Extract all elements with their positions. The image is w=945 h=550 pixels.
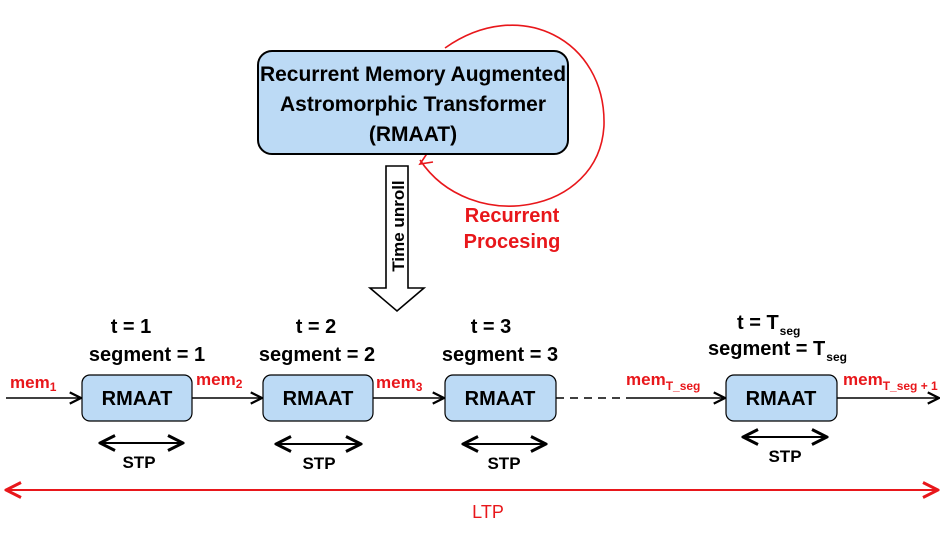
rmaat-main-box: Recurrent Memory Augmented Astromorphic … xyxy=(257,50,569,155)
mem-label-t-seg: memT_seg xyxy=(626,370,700,393)
stp-label-1: STP xyxy=(122,453,155,472)
step4-time-label: t = Tseg xyxy=(737,312,800,338)
main-box-line3: (RMAAT) xyxy=(369,123,457,146)
mem-label-3: mem3 xyxy=(376,373,423,394)
time-unroll-label: Time unroll xyxy=(389,180,408,271)
recurrent-label-line2: Procesing xyxy=(464,231,561,253)
rmaat-box-3-label: RMAAT xyxy=(465,388,536,410)
mem-label-2: mem2 xyxy=(196,370,243,391)
rmaat-box-2: RMAAT xyxy=(262,374,374,422)
mem-label-t-seg-plus-1: memT_seg + 1 xyxy=(843,370,938,393)
recurrent-loop-arrowhead xyxy=(418,151,434,166)
down-arrow-icon xyxy=(367,165,427,313)
step4-segment-label: segment = Tseg xyxy=(708,338,847,364)
rmaat-box-3: RMAAT xyxy=(444,374,557,422)
main-box-line2: Astromorphic Transformer xyxy=(280,93,546,116)
step2-time-label: t = 2 xyxy=(296,316,337,338)
mem-label-1: mem1 xyxy=(10,373,57,394)
step3-time-label: t = 3 xyxy=(471,316,512,338)
time-unroll-arrow: Time unroll xyxy=(367,165,427,313)
recurrent-label-line1: Recurrent xyxy=(465,205,560,227)
stp-label-2: STP xyxy=(302,454,335,473)
ltp-label: LTP xyxy=(472,502,504,522)
stp-label-3: STP xyxy=(487,454,520,473)
rmaat-box-1: RMAAT xyxy=(81,374,193,422)
step2-segment-label: segment = 2 xyxy=(259,344,375,366)
main-box-line1: Recurrent Memory Augmented xyxy=(260,63,566,86)
step3-segment-label: segment = 3 xyxy=(442,344,558,366)
step1-time-label: t = 1 xyxy=(111,316,152,338)
step1-segment-label: segment = 1 xyxy=(89,344,205,366)
stp-label-4: STP xyxy=(768,447,801,466)
rmaat-box-4: RMAAT xyxy=(725,374,838,422)
rmaat-box-1-label: RMAAT xyxy=(102,388,173,410)
recurrent-loop-arrow xyxy=(419,24,605,207)
rmaat-box-4-label: RMAAT xyxy=(746,388,817,410)
rmaat-box-2-label: RMAAT xyxy=(283,388,354,410)
